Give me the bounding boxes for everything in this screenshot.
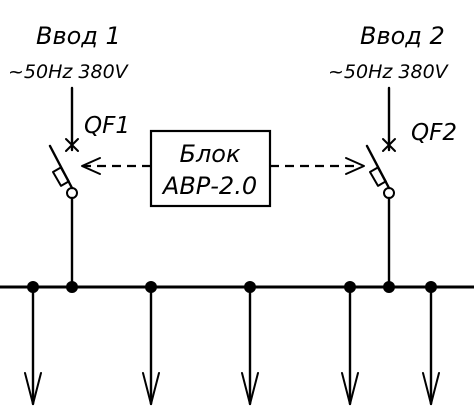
down-arrow-icon — [422, 372, 440, 405]
qf1-label: QF1 — [84, 113, 130, 139]
ats-block-frame — [149, 129, 272, 208]
outgoing-feeder-4 — [341, 285, 359, 406]
qf2-cross-b — [382, 138, 396, 152]
outgoing-feeder-5 — [422, 285, 440, 406]
input-2-spec: ~50Hz 380V — [328, 61, 450, 83]
outgoing-feeder-3 — [241, 285, 259, 406]
input-1-title: Ввод 1 — [36, 22, 121, 50]
qf2-pivot — [383, 187, 395, 199]
qf1-trip-element — [52, 166, 70, 187]
breaker-qf1 — [48, 86, 79, 288]
qf1-cross-b — [65, 138, 79, 152]
outgoing-feeder-2 — [142, 285, 160, 406]
qf1-pivot — [66, 187, 78, 199]
control-arrow-qf1 — [81, 157, 101, 175]
qf2-label: QF2 — [411, 120, 457, 146]
input-1-spec: ~50Hz 380V — [8, 61, 130, 83]
down-arrow-icon — [24, 372, 42, 405]
ats-block-line-2: АВР-2.0 — [161, 172, 257, 200]
down-arrow-icon — [241, 372, 259, 405]
breaker-qf2 — [365, 86, 396, 288]
ats-block: Блок АВР-2.0 — [149, 129, 272, 208]
junction-dot — [383, 281, 395, 293]
down-arrow-icon — [341, 372, 359, 405]
junction-dot — [66, 281, 78, 293]
control-arrow-qf2 — [345, 157, 365, 175]
down-arrow-icon — [142, 372, 160, 405]
input-2-title: Ввод 2 — [360, 22, 445, 50]
ats-block-line-1: Блок — [180, 140, 241, 168]
qf2-trip-element — [369, 166, 387, 187]
outgoing-feeder-1 — [24, 285, 42, 406]
